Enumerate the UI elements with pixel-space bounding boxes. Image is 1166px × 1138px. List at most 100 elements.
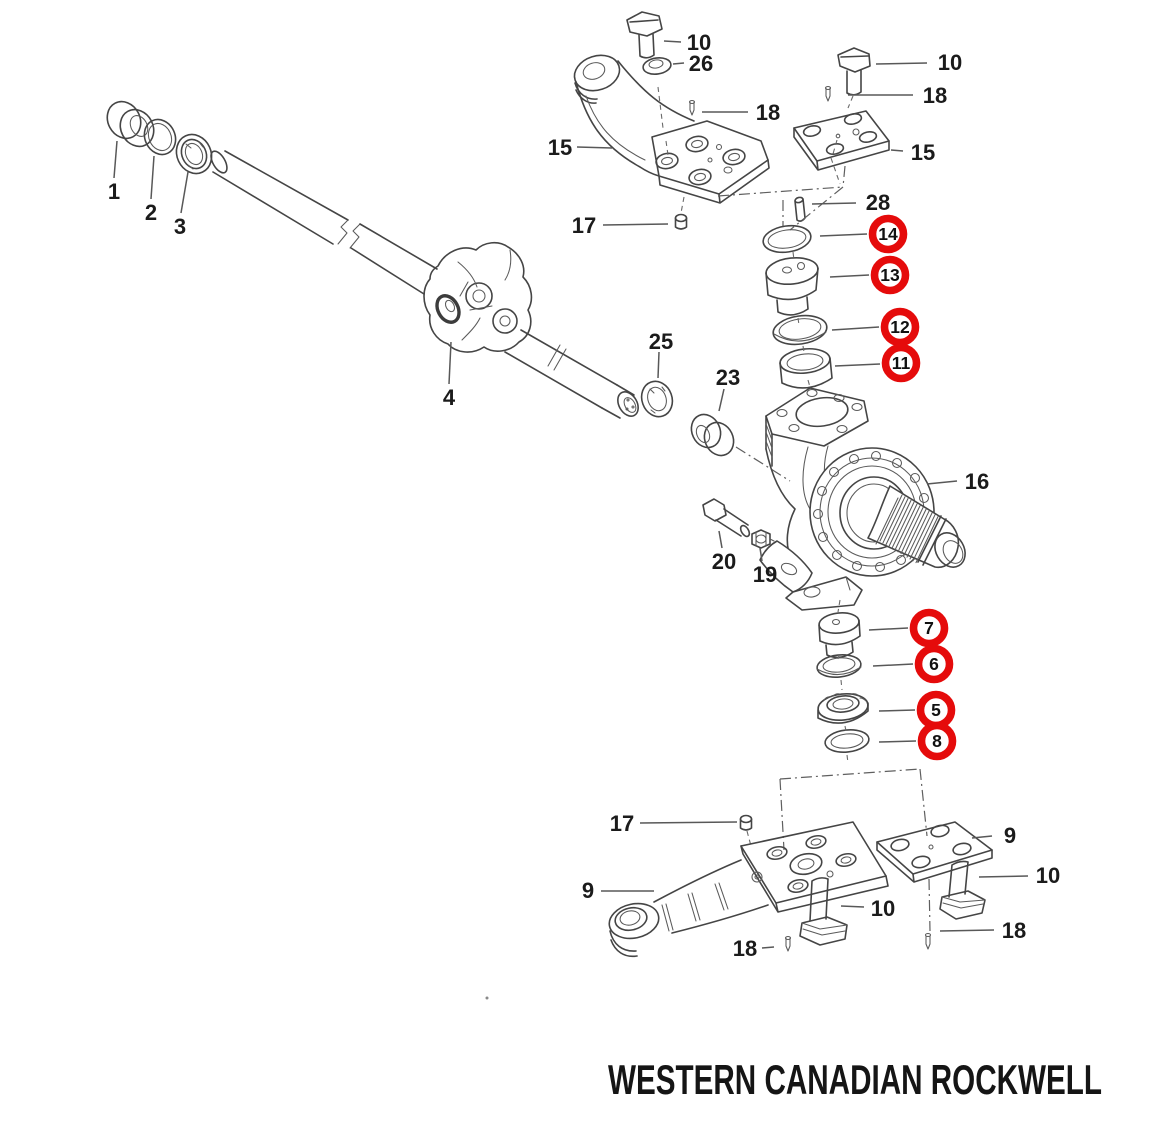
callout-number: 1 — [108, 179, 120, 204]
leader-line — [926, 480, 958, 485]
stray-dot — [485, 996, 489, 1000]
leader-line — [657, 351, 660, 379]
leader-line — [831, 326, 880, 331]
callout-number: 5 — [931, 700, 941, 720]
part-drawing-ring-2 — [143, 118, 177, 156]
callout-9: 9 — [582, 878, 654, 903]
part-drawing-washer-8 — [824, 729, 870, 753]
callout-18: 18 — [848, 83, 947, 108]
part-drawing-bolt-20 — [702, 498, 751, 538]
leader-line — [639, 821, 738, 824]
callout-26: 26 — [672, 51, 713, 76]
callout-15: 15 — [548, 135, 613, 160]
part-drawing-axle-shaft-4 — [210, 150, 639, 419]
leader-line — [878, 740, 917, 743]
part-drawing-steering-arm-15 — [573, 54, 770, 214]
callout-number: 11 — [892, 353, 911, 373]
callout-4: 4 — [443, 341, 456, 410]
leader-line — [150, 155, 155, 200]
callout-19: 19 — [753, 547, 777, 587]
part-drawing-steering-knuckle-16 — [759, 387, 966, 611]
callout-number: 16 — [965, 469, 989, 494]
part-drawing-bearing-5 — [817, 693, 869, 724]
callout-ring — [909, 608, 949, 648]
leader-line — [576, 146, 613, 149]
part-drawing-bolt-10-top-right — [837, 47, 871, 96]
callout-number: 17 — [572, 213, 596, 238]
callout-number: 2 — [145, 200, 157, 225]
callout-layer: 1026181517101815281413121112342523162019… — [108, 30, 1060, 961]
part-drawing-plug-17-bottom — [739, 814, 753, 831]
part-drawing-cap-13 — [765, 256, 819, 316]
leader-line — [602, 223, 669, 226]
callout-circled-13: 13 — [829, 255, 910, 295]
alignment-lines-top — [717, 165, 846, 231]
part-drawing-seal-3 — [175, 133, 213, 175]
callout-number: 9 — [582, 878, 594, 903]
callout-number: 4 — [443, 385, 456, 410]
callout-circled-8: 8 — [878, 721, 957, 761]
part-drawing-bushing-23 — [690, 413, 735, 457]
callout-number: 28 — [866, 190, 890, 215]
callout-17: 17 — [572, 213, 669, 238]
leader-line — [759, 547, 763, 562]
part-drawing-plate-9-right — [876, 821, 993, 883]
callout-number: 9 — [1004, 823, 1016, 848]
part-drawing-nut-19 — [751, 529, 775, 549]
callout-1: 1 — [108, 140, 120, 204]
callout-number: 15 — [548, 135, 572, 160]
callout-20: 20 — [712, 530, 736, 574]
callout-ring — [880, 307, 920, 347]
callout-ring — [868, 214, 908, 254]
callout-number: 10 — [687, 30, 711, 55]
callout-circled-7: 7 — [868, 608, 949, 648]
callout-circled-12: 12 — [831, 307, 920, 347]
callout-17: 17 — [610, 811, 738, 836]
part-drawing-pin-18-top-right — [824, 85, 832, 102]
callout-number: 18 — [733, 936, 757, 961]
part-drawing-pin-18-bottom — [784, 935, 792, 952]
leader-line — [878, 709, 916, 712]
callout-10: 10 — [663, 30, 711, 55]
callout-number: 18 — [1002, 918, 1026, 943]
alignment-dashes-lower-stack — [837, 654, 849, 764]
callout-ring — [881, 343, 921, 383]
callout-28: 28 — [811, 190, 890, 215]
leader-line — [819, 233, 868, 237]
leader-line — [663, 40, 682, 43]
leader-line — [939, 929, 995, 932]
leader-line — [761, 946, 775, 949]
callout-number: 6 — [929, 654, 939, 674]
callout-16: 16 — [926, 469, 989, 494]
leader-line — [811, 202, 857, 205]
part-drawing-bushing-11 — [779, 347, 833, 389]
callout-circled-11: 11 — [834, 343, 921, 383]
callout-circled-6: 6 — [872, 644, 954, 684]
leader-line — [834, 363, 881, 367]
callout-number: 23 — [716, 365, 740, 390]
callout-10: 10 — [875, 50, 962, 75]
callout-ring — [914, 644, 954, 684]
callout-10: 10 — [978, 863, 1060, 888]
leader-line — [840, 905, 865, 908]
callout-number: 26 — [689, 51, 713, 76]
part-drawing-bolt-10-bottom-right — [939, 860, 986, 920]
leader-line — [448, 341, 452, 385]
part-drawing-bolt-10-bottom — [799, 877, 848, 946]
callout-23: 23 — [716, 365, 740, 412]
callout-number: 3 — [174, 214, 186, 239]
callout-number: 25 — [649, 329, 673, 354]
part-drawing-bolt-10-top — [626, 11, 663, 59]
callout-25: 25 — [649, 329, 673, 379]
callout-ring — [917, 721, 957, 761]
callout-number: 10 — [938, 50, 962, 75]
callout-number: 15 — [911, 140, 935, 165]
leader-line — [978, 875, 1029, 878]
part-drawing-tie-rod-arm-9 — [608, 821, 889, 958]
callout-number: 20 — [712, 549, 736, 574]
callout-number: 7 — [924, 618, 934, 638]
callout-15: 15 — [890, 140, 935, 165]
part-drawing-plate-15-right — [793, 95, 890, 185]
